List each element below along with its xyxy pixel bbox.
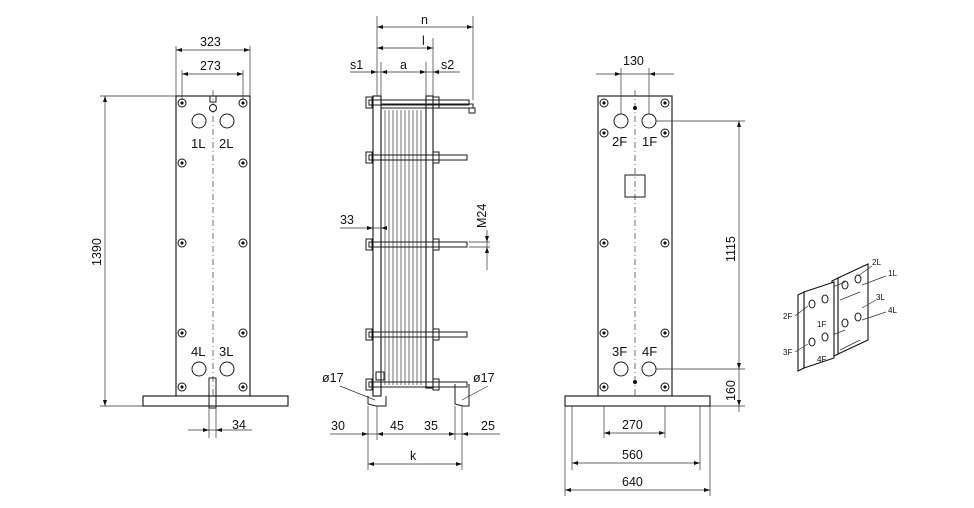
dim-1115: 1115	[724, 236, 738, 262]
dim-34: 34	[232, 418, 246, 432]
side-view: n l s1 a s2 33 M24 ø17 ø17	[322, 13, 500, 470]
iso-label-4L: 4L	[888, 306, 897, 315]
port-4L	[191, 361, 207, 377]
iso-label-3F: 3F	[783, 348, 792, 357]
iso-plate-L	[837, 263, 869, 355]
dim-33: 33	[340, 213, 354, 227]
back-view: 2F 1F 3F 4F 130 1115 160 270	[564, 54, 745, 496]
isometric-view: 2L 1L 3L 4L 2F 1F 3F 4F	[783, 258, 897, 372]
dim-phi17-right: ø17	[473, 371, 495, 385]
port-2L	[219, 113, 235, 129]
dim-s1: s1	[350, 58, 363, 72]
label-4L: 4L	[191, 344, 205, 359]
back-base-foot	[564, 395, 711, 407]
dim-1390: 1390	[90, 238, 104, 266]
side-fixed-plate	[372, 95, 382, 397]
port-3L	[219, 361, 235, 377]
dim-270: 270	[622, 418, 643, 432]
label-1F: 1F	[642, 134, 657, 149]
dim-m24: M24	[475, 204, 489, 228]
dim-273: 273	[200, 59, 221, 73]
iso-label-2F: 2F	[783, 312, 792, 321]
port-3F	[613, 361, 629, 377]
front-view: 1L 2L 4L 3L 323 273 1390 34	[90, 35, 289, 438]
port-1L	[191, 113, 207, 129]
front-bolts	[177, 98, 248, 392]
label-4F: 4F	[642, 344, 657, 359]
label-3L: 3L	[219, 344, 233, 359]
iso-label-1F: 1F	[817, 320, 826, 329]
dim-a: a	[400, 58, 407, 72]
label-3F: 3F	[612, 344, 627, 359]
label-2F: 2F	[612, 134, 627, 149]
dim-130: 130	[623, 54, 644, 68]
dim-s2: s2	[441, 58, 454, 72]
dim-l: l	[422, 34, 425, 48]
dim-35: 35	[424, 419, 438, 433]
iso-label-1L: 1L	[888, 269, 897, 278]
nameplate	[624, 174, 646, 198]
label-1L: 1L	[191, 136, 205, 151]
dim-30: 30	[331, 419, 345, 433]
back-bolts	[599, 98, 670, 392]
dim-560: 560	[622, 448, 643, 462]
dim-k: k	[410, 449, 417, 463]
iso-label-4F: 4F	[817, 355, 826, 364]
dim-160: 160	[724, 380, 738, 401]
label-2L: 2L	[219, 136, 233, 151]
dim-45: 45	[390, 419, 404, 433]
dim-phi17-left: ø17	[322, 371, 344, 385]
iso-label-2L: 2L	[872, 258, 881, 267]
dim-323: 323	[200, 35, 221, 49]
dim-25: 25	[481, 419, 495, 433]
tie-rods	[365, 96, 476, 391]
dim-n: n	[421, 13, 428, 27]
dim-640: 640	[622, 475, 643, 489]
iso-label-3L: 3L	[876, 293, 885, 302]
